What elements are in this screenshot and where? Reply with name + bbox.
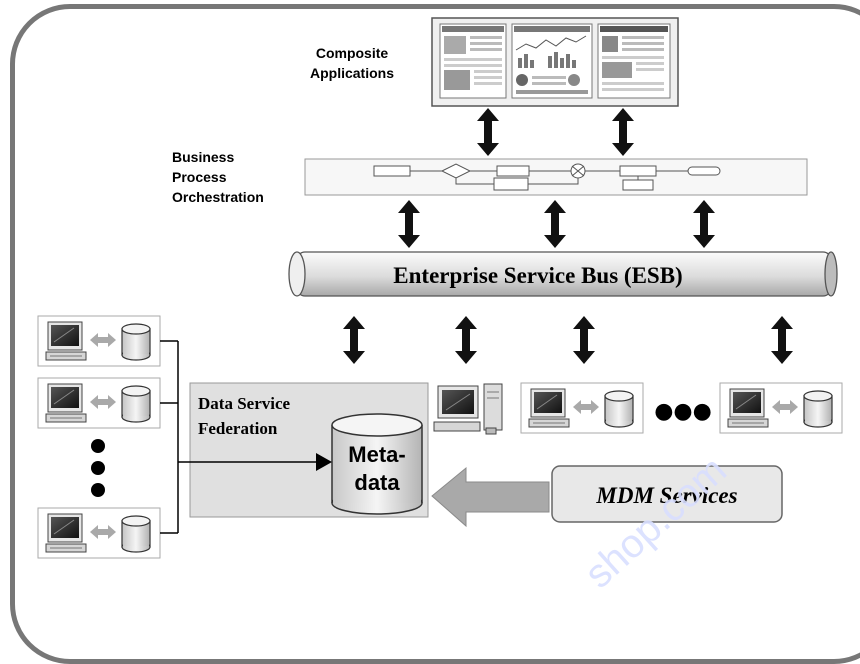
arrow-esb-dsf [343,316,365,364]
arrow-esb-workstation [455,316,477,364]
connector-arrowhead [316,453,332,471]
architecture-diagram: Composite Applications [37,17,843,597]
dsf-label-line2: Federation [198,419,278,438]
svg-text:Process: Process [172,169,227,185]
arrow-bpo-esb-1 [398,200,420,248]
horizontal-ellipsis: ●●● [654,399,712,424]
metadata-label-line1: Meta- [348,442,405,467]
vertical-ellipsis [91,439,105,497]
metadata-cylinder: Meta- data [331,413,423,515]
dsf-label-line1: Data Service [198,394,291,413]
svg-text:Business: Business [172,149,234,165]
app-screen-3 [597,23,671,99]
arrow-composite-bpo-1 [477,108,499,156]
workstation-icon [433,383,503,435]
esb-tube: Enterprise Service Bus (ESB) [288,251,838,297]
arrow-bpo-esb-2 [544,200,566,248]
arrow-bpo-esb-3 [693,200,715,248]
source-systems-left [37,315,332,559]
app-screen-1 [439,23,507,99]
metadata-label-line2: data [354,470,400,495]
mdm-services-box: MDM Services [551,465,783,523]
service-unit-2 [719,382,843,434]
svg-text:Applications: Applications [310,65,394,81]
source-system-1 [37,315,161,367]
source-system-2 [37,377,161,429]
composite-applications-label: Composite Applications [310,45,394,81]
svg-text:Orchestration: Orchestration [172,189,264,205]
bpo-process-strip [304,158,808,196]
composite-applications-screens [431,17,679,107]
service-unit-1 [520,382,644,434]
arrow-esb-unit-1 [573,316,595,364]
esb-label: Enterprise Service Bus (ESB) [393,263,682,288]
source-connector-lines [160,340,318,534]
svg-text:Composite: Composite [316,45,389,61]
source-system-3 [37,507,161,559]
mdm-to-metadata-arrow [431,466,550,528]
app-screen-2 [511,23,593,99]
arrow-esb-unit-2 [771,316,793,364]
bpo-label: Business Process Orchestration [172,149,264,205]
arrow-composite-bpo-2 [612,108,634,156]
mdm-label: MDM Services [595,483,737,508]
